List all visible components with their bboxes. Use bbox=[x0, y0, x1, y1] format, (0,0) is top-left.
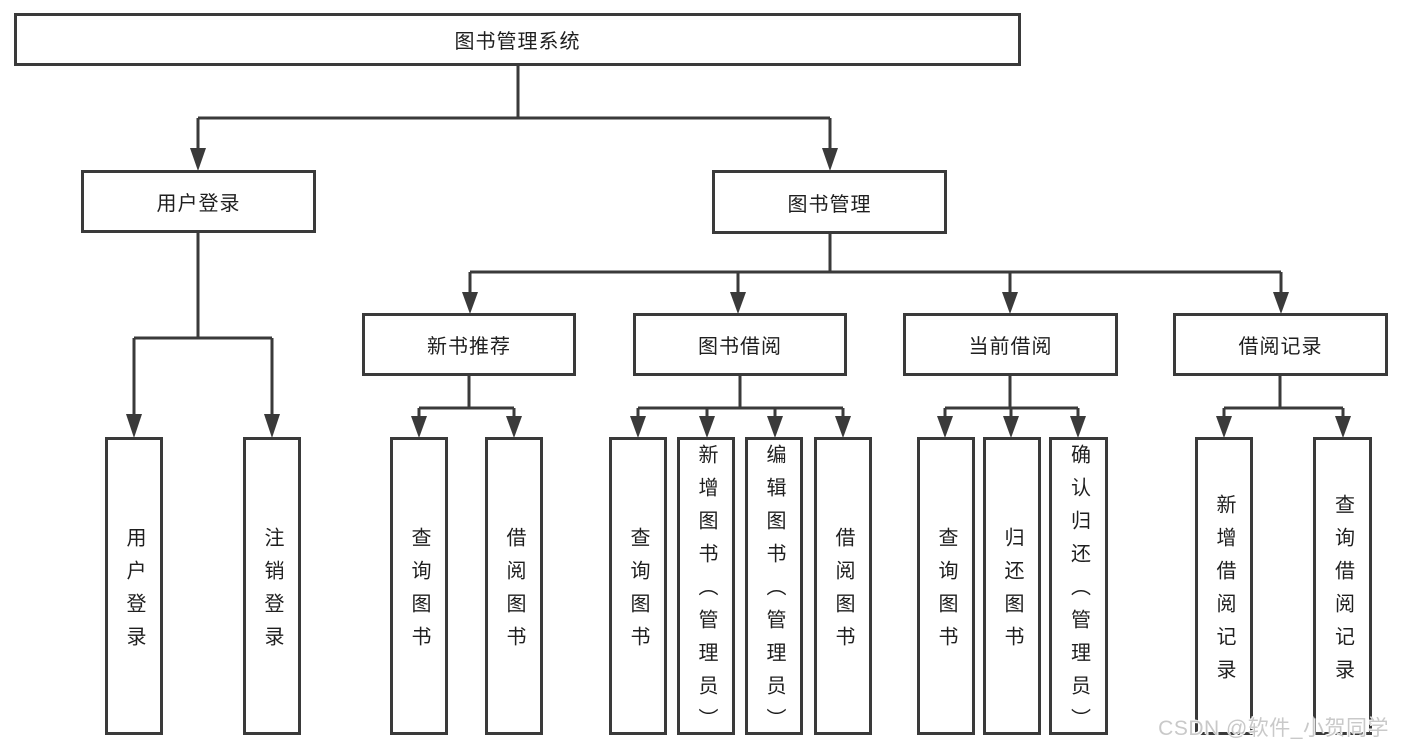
arrow-down-icon bbox=[1273, 292, 1289, 314]
leaf-records-add-record: 新增借阅记录 bbox=[1195, 437, 1253, 735]
leaf-records-query-record: 查询借阅记录 bbox=[1313, 437, 1372, 735]
arrow-down-icon bbox=[506, 416, 522, 438]
leaf-label: 借阅图书 bbox=[503, 526, 525, 659]
arrow-down-icon bbox=[822, 148, 838, 171]
arrow-down-icon bbox=[730, 292, 746, 314]
arrow-down-icon bbox=[411, 416, 427, 438]
arrow-down-icon bbox=[1002, 292, 1018, 314]
node-new-book-recommend: 新书推荐 bbox=[362, 313, 576, 376]
leaf-label: 新增图书（管理员） bbox=[695, 444, 717, 741]
leaf-borrowing-add-book-admin: 新增图书（管理员） bbox=[677, 437, 735, 741]
connector-user-login-children bbox=[126, 233, 280, 438]
leaf-label: 编辑图书（管理员） bbox=[763, 444, 785, 741]
arrow-down-icon bbox=[630, 416, 646, 438]
arrow-down-icon bbox=[190, 148, 206, 171]
arrow-down-icon bbox=[937, 416, 953, 438]
leaf-logout: 注销登录 bbox=[243, 437, 301, 735]
arrow-down-icon bbox=[126, 414, 142, 438]
leaf-newbooks-borrow-books: 借阅图书 bbox=[485, 437, 543, 735]
leaf-borrowing-borrow-books: 借阅图书 bbox=[814, 437, 872, 735]
leaf-current-return-book: 归还图书 bbox=[983, 437, 1041, 735]
connector-records-children bbox=[1216, 376, 1351, 438]
node-label: 新书推荐 bbox=[427, 336, 511, 358]
node-label: 用户登录 bbox=[156, 193, 241, 215]
connector-book-mgmt-to-level3 bbox=[462, 234, 1289, 314]
leaf-label: 注销登录 bbox=[261, 526, 283, 659]
node-root-system: 图书管理系统 bbox=[14, 13, 1021, 66]
arrow-down-icon bbox=[1335, 416, 1351, 438]
arrow-down-icon bbox=[462, 292, 478, 314]
leaf-current-confirm-return-admin: 确认归还（管理员） bbox=[1049, 437, 1108, 741]
arrow-down-icon bbox=[699, 416, 715, 438]
leaf-label: 用户登录 bbox=[123, 526, 145, 659]
arrow-down-icon bbox=[767, 416, 783, 438]
node-borrowing-records: 借阅记录 bbox=[1173, 313, 1388, 376]
leaf-current-query-books: 查询图书 bbox=[917, 437, 975, 735]
leaf-user-login: 用户登录 bbox=[105, 437, 163, 735]
arrow-down-icon bbox=[1070, 416, 1086, 438]
leaf-label: 查询借阅记录 bbox=[1331, 493, 1354, 692]
connector-root-to-level2 bbox=[190, 66, 838, 171]
node-label: 图书借阅 bbox=[698, 336, 782, 358]
connector-new-books-children bbox=[411, 376, 522, 438]
arrow-down-icon bbox=[264, 414, 280, 438]
node-user-login: 用户登录 bbox=[81, 170, 316, 233]
leaf-label: 查询图书 bbox=[935, 526, 957, 659]
node-book-management: 图书管理 bbox=[712, 170, 947, 234]
arrow-down-icon bbox=[1003, 416, 1019, 438]
node-label: 图书管理 bbox=[787, 193, 872, 216]
connector-borrowing-children bbox=[630, 376, 851, 438]
node-label: 图书管理系统 bbox=[454, 31, 581, 53]
leaf-label: 确认归还（管理员） bbox=[1067, 444, 1090, 741]
connector-current-children bbox=[937, 376, 1086, 438]
leaf-label: 借阅图书 bbox=[832, 526, 854, 659]
leaf-label: 归还图书 bbox=[1001, 526, 1023, 659]
leaf-newbooks-query-books: 查询图书 bbox=[390, 437, 448, 735]
leaf-label: 查询图书 bbox=[627, 526, 649, 659]
arrow-down-icon bbox=[835, 416, 851, 438]
csdn-watermark: CSDN @软件_小贺同学 bbox=[1158, 717, 1389, 740]
leaf-label: 查询图书 bbox=[408, 526, 430, 659]
node-label: 借阅记录 bbox=[1238, 336, 1323, 358]
arrow-down-icon bbox=[1216, 416, 1232, 438]
node-current-borrowing: 当前借阅 bbox=[903, 313, 1118, 376]
leaf-label: 新增借阅记录 bbox=[1213, 493, 1235, 692]
node-book-borrowing: 图书借阅 bbox=[633, 313, 847, 376]
leaf-borrowing-edit-book-admin: 编辑图书（管理员） bbox=[745, 437, 803, 741]
node-label: 当前借阅 bbox=[968, 336, 1053, 358]
leaf-borrowing-query-books: 查询图书 bbox=[609, 437, 667, 735]
